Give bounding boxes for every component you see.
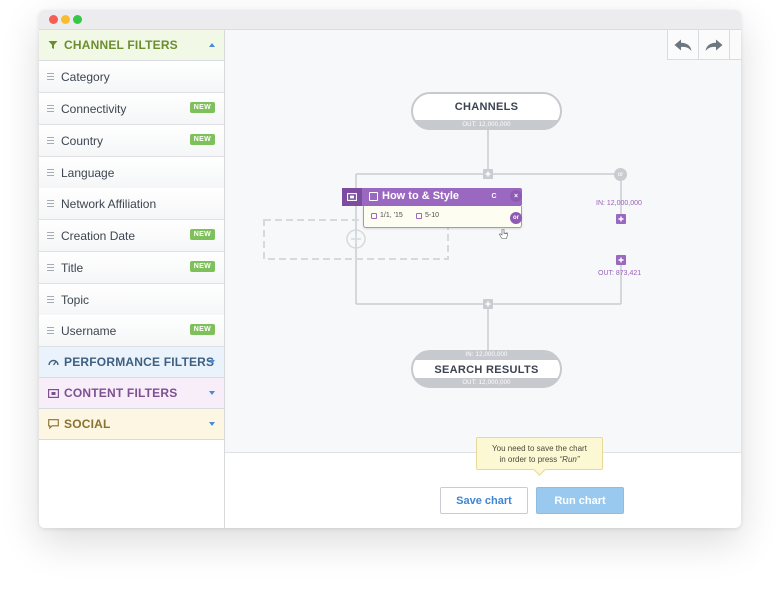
channels-label: CHANNELS xyxy=(454,101,519,113)
save-required-tooltip: You need to save the chart in order to p… xyxy=(476,437,603,470)
app-window: CHANNEL FILTERS Category Connectivity NE… xyxy=(39,10,741,528)
channels-pill[interactable] xyxy=(411,92,562,130)
content-filters-label: CONTENT FILTERS xyxy=(64,386,178,400)
hand-cursor-icon xyxy=(499,229,508,239)
filter-item-label: Title xyxy=(61,260,84,275)
drag-handle-icon[interactable] xyxy=(47,169,54,176)
drag-handle-icon[interactable] xyxy=(47,264,54,271)
channel-filters-header[interactable]: CHANNEL FILTERS xyxy=(39,30,224,61)
filter-item-creation-date[interactable]: Creation Date NEW xyxy=(39,220,224,252)
or-connector-badge[interactable]: or xyxy=(614,168,627,181)
speech-bubble-icon xyxy=(47,418,59,430)
chevron-down-icon xyxy=(209,422,215,426)
chevron-down-icon xyxy=(209,360,215,364)
save-chart-button[interactable]: Save chart xyxy=(440,487,528,514)
node-date-value: 1/1, '15 xyxy=(380,212,403,219)
gauge-icon xyxy=(47,356,59,368)
chevron-down-icon xyxy=(209,391,215,395)
tooltip-run-emphasis: “Run” xyxy=(559,455,580,464)
chevron-up-icon xyxy=(209,43,215,47)
drag-handle-icon[interactable] xyxy=(47,200,54,207)
undo-icon xyxy=(674,39,692,51)
search-results-in-count: IN: 12,000,000 xyxy=(465,352,508,358)
node-in-count: IN: 12,000,000 xyxy=(596,200,642,207)
add-branch-top-icon[interactable] xyxy=(483,169,493,179)
filter-item-label: Connectivity xyxy=(61,101,127,116)
node-range: 5-10 xyxy=(416,212,439,219)
filter-item-country[interactable]: Country NEW xyxy=(39,125,224,157)
node-add-below-icon[interactable] xyxy=(616,255,626,265)
node-or-button[interactable]: or xyxy=(510,212,522,224)
minimize-window-button[interactable] xyxy=(61,15,70,24)
drag-handle-icon[interactable] xyxy=(47,327,54,334)
search-results-out-count: OUT: 12,000,000 xyxy=(462,380,511,386)
filter-item-network-affiliation[interactable]: Network Affiliation xyxy=(39,188,224,220)
drag-handle-icon[interactable] xyxy=(47,73,54,80)
close-window-button[interactable] xyxy=(49,15,58,24)
tooltip-line-1: You need to save the chart xyxy=(492,444,587,453)
title-bar xyxy=(39,10,741,30)
filter-item-username[interactable]: Username NEW xyxy=(39,315,224,347)
node-range-value: 5-10 xyxy=(425,212,440,219)
filter-item-label: Creation Date xyxy=(61,228,136,243)
new-badge: NEW xyxy=(189,324,215,335)
undo-button[interactable] xyxy=(668,30,699,60)
filter-sidebar: CHANNEL FILTERS Category Connectivity NE… xyxy=(39,30,225,528)
node-add-above-icon[interactable] xyxy=(616,214,626,224)
node-date: 1/1, '15 xyxy=(371,212,403,219)
node-header[interactable]: How to & Style xyxy=(342,188,522,206)
social-label: SOCIAL xyxy=(64,417,111,431)
history-controls xyxy=(667,30,741,60)
calendar-icon xyxy=(371,212,377,219)
video-icon xyxy=(47,387,59,399)
filter-item-label: Category xyxy=(61,69,110,84)
filter-item-label: Network Affiliation xyxy=(61,196,157,211)
new-badge: NEW xyxy=(189,229,215,240)
video-icon xyxy=(342,188,362,206)
drag-handle-icon[interactable] xyxy=(47,105,54,112)
drag-handle-icon[interactable] xyxy=(47,232,54,239)
new-badge: NEW xyxy=(189,102,215,113)
search-results-pill[interactable] xyxy=(411,350,562,388)
content-filters-header[interactable]: CONTENT FILTERS xyxy=(39,378,224,409)
redo-button[interactable] xyxy=(699,30,730,60)
copy-node-button[interactable]: C xyxy=(488,190,500,202)
filter-item-label: Topic xyxy=(61,292,90,307)
redo-icon xyxy=(705,39,723,51)
filter-item-label: Username xyxy=(61,323,117,338)
node-body: 1/1, '15 5-10 xyxy=(363,206,522,228)
flow-connectors xyxy=(263,92,626,388)
tooltip-line-2: in order to press “Run” xyxy=(477,454,602,465)
search-results-label: SEARCH RESULTS xyxy=(434,364,539,376)
funnel-icon xyxy=(47,39,59,51)
drag-handle-icon[interactable] xyxy=(47,296,54,303)
filter-item-language[interactable]: Language xyxy=(39,157,224,189)
new-badge: NEW xyxy=(189,261,215,272)
channel-filters-label: CHANNEL FILTERS xyxy=(64,38,178,52)
add-branch-bottom-icon[interactable] xyxy=(483,299,493,309)
drag-handle-icon[interactable] xyxy=(47,137,54,144)
filter-item-label: Language xyxy=(61,165,115,180)
tooltip-line-2-text: in order to press xyxy=(499,455,560,464)
social-header[interactable]: SOCIAL xyxy=(39,409,224,440)
filter-node-how-to-style[interactable]: How to & Style 1/1, '15 5-10 C × or xyxy=(342,188,528,239)
close-node-button[interactable]: × xyxy=(510,190,522,202)
node-out-count: OUT: 873,421 xyxy=(598,270,642,277)
new-badge: NEW xyxy=(189,134,215,145)
filter-item-connectivity[interactable]: Connectivity NEW xyxy=(39,93,224,125)
filter-item-category[interactable]: Category xyxy=(39,61,224,93)
empty-drop-slot[interactable] xyxy=(263,219,449,260)
duration-icon xyxy=(416,212,422,219)
run-chart-button[interactable]: Run chart xyxy=(536,487,624,514)
filter-item-title[interactable]: Title NEW xyxy=(39,252,224,284)
performance-filters-label: PERFORMANCE FILTERS xyxy=(64,355,215,369)
category-icon xyxy=(369,192,378,201)
channels-out-count: OUT: 12,000,000 xyxy=(462,122,511,128)
filter-item-label: Country xyxy=(61,133,104,148)
zoom-window-button[interactable] xyxy=(73,15,82,24)
node-title: How to & Style xyxy=(382,190,460,202)
performance-filters-header[interactable]: PERFORMANCE FILTERS xyxy=(39,347,224,378)
